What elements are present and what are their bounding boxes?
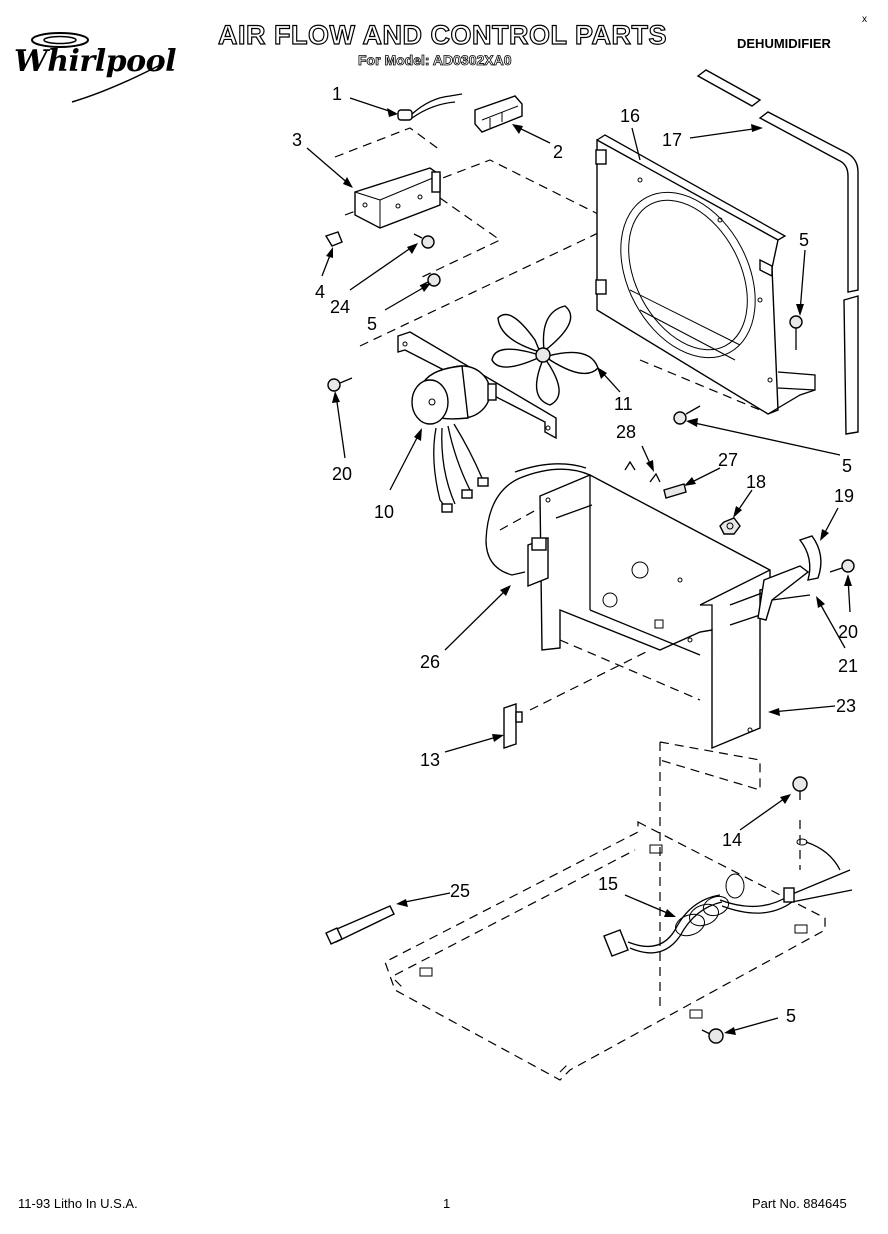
callout-5a: 5 <box>367 314 377 334</box>
part-18-nut <box>719 517 741 535</box>
model-line: For Model: AD0302XA0 <box>358 52 512 69</box>
screw-5-shroud-lower <box>673 405 701 425</box>
footer-page-number: 1 <box>443 1196 451 1211</box>
part-10-motor <box>411 365 497 513</box>
callout-19: 19 <box>834 486 854 506</box>
screw-5-bottom <box>701 1028 724 1044</box>
part-21-bracket <box>757 565 811 621</box>
base-pan <box>384 821 826 1081</box>
whirlpool-logo <box>30 30 90 55</box>
part-26-capillary <box>485 463 591 588</box>
callout-24: 24 <box>330 297 350 317</box>
callout-20a: 20 <box>332 464 352 484</box>
part-23-chassis <box>539 474 771 750</box>
callout-17: 17 <box>662 130 682 150</box>
screw-20-right <box>829 559 855 573</box>
logo-swoosh-icon <box>31 32 89 48</box>
callout-13: 13 <box>420 750 440 770</box>
callout-15: 15 <box>598 874 618 894</box>
part-11-fan-blade <box>491 305 599 406</box>
part-1-sensor <box>397 93 463 121</box>
callout-5d: 5 <box>786 1006 796 1026</box>
callout-23: 23 <box>836 696 856 716</box>
part-4-clip <box>324 231 343 247</box>
part-14-screw <box>792 776 841 871</box>
page-title: AIR FLOW AND CONTROL PARTS <box>217 19 667 50</box>
callout-5c: 5 <box>842 456 852 476</box>
brand-name: Whirlpool <box>14 44 177 79</box>
screw-5-shroud-upper <box>789 315 803 350</box>
part-19-clamp <box>798 535 822 581</box>
callout-28: 28 <box>616 422 636 442</box>
callout-2: 2 <box>553 142 563 162</box>
callout-labels: 1 2 3 4 24 5 16 17 5 11 20 10 5 28 27 18… <box>292 84 858 1026</box>
callout-4: 4 <box>315 282 325 302</box>
part-28-clip <box>624 460 661 483</box>
part-15-power-cord <box>603 869 853 957</box>
part-3-bracket <box>354 167 441 229</box>
callout-14: 14 <box>722 830 742 850</box>
callout-1: 1 <box>332 84 342 104</box>
screw-24 <box>413 233 435 249</box>
product-type: DEHUMIDIFIER <box>737 36 831 51</box>
callout-18: 18 <box>746 472 766 492</box>
footer-part-number: Part No. 884645 <box>752 1196 847 1211</box>
leader-lines <box>306 97 852 1035</box>
callout-27: 27 <box>718 450 738 470</box>
logo-tail-icon <box>71 63 163 103</box>
callout-20b: 20 <box>838 622 858 642</box>
screw-20-left <box>327 377 353 392</box>
footer-litho: 11-93 Litho In U.S.A. <box>18 1196 138 1211</box>
corner-mark: x <box>862 14 867 25</box>
callout-16: 16 <box>620 106 640 126</box>
callout-5b: 5 <box>799 230 809 250</box>
callout-3: 3 <box>292 130 302 150</box>
part-13-switch <box>503 703 523 749</box>
part-16-fan-shroud <box>595 134 816 415</box>
callout-25: 25 <box>450 881 470 901</box>
part-17-seal-strips <box>696 69 859 435</box>
part-27-screw <box>663 483 687 499</box>
callout-26: 26 <box>420 652 440 672</box>
part-25-rod <box>325 905 395 945</box>
callout-10: 10 <box>374 502 394 522</box>
part-2-terminal-block <box>474 95 523 133</box>
callout-11: 11 <box>614 394 633 414</box>
callout-21: 21 <box>838 656 858 676</box>
